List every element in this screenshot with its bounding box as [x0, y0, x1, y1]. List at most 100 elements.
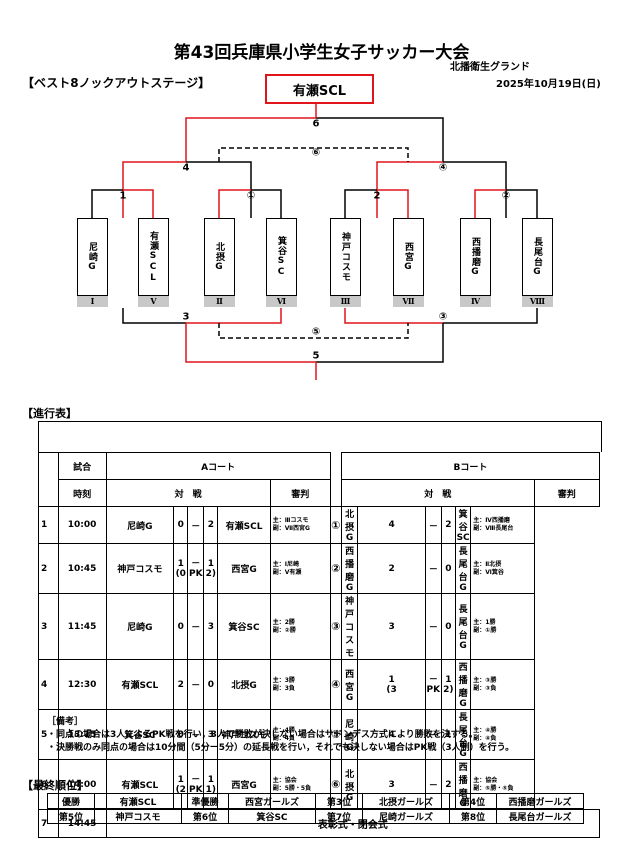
game-no: 1 — [38, 506, 59, 544]
seed-label: Ⅱ — [204, 296, 235, 307]
line-b-fifth-left — [185, 323, 316, 363]
score-dash: － — [187, 593, 205, 660]
score-dash: －PK — [424, 659, 442, 710]
rank-team: 北摂ガールズ — [362, 793, 450, 809]
match-label-4b: ④ — [438, 162, 448, 174]
line-r1-e — [344, 189, 377, 218]
score-left: 0 — [173, 593, 189, 660]
score-right: 0 — [203, 659, 219, 710]
line-r1-b — [123, 189, 154, 218]
header-match-a: 対 戦 — [105, 479, 271, 507]
rank-team: 箕谷SC — [228, 808, 316, 824]
rank-team: 西播磨ガールズ — [496, 793, 584, 809]
score-dash: － — [424, 593, 442, 660]
rank-key: 第8位 — [449, 808, 497, 824]
game-no-b: ③ — [329, 593, 342, 660]
game-no: 3 — [38, 593, 59, 660]
seed-label: Ⅳ — [460, 296, 491, 307]
match-label-2: 2 — [373, 190, 381, 202]
game-no: 4 — [38, 659, 59, 710]
line-r1-d — [251, 189, 282, 218]
team-b2: 箕谷SC — [454, 506, 472, 544]
rank-key: 準優勝 — [181, 793, 229, 809]
match-label-6b: ⑥ — [311, 147, 321, 159]
line-b-m3-right — [186, 308, 282, 324]
team-a1: 有瀬SCL — [105, 659, 175, 710]
referee-a: 主：Ⅰ尼崎副：Ⅴ有瀬 — [269, 543, 331, 594]
match-label-2b: ② — [501, 190, 511, 202]
line-r1-h — [506, 189, 538, 218]
rank-team: 西宮ガールズ — [228, 793, 316, 809]
score-left: 1(3 — [357, 659, 426, 710]
score-left: 2 — [173, 659, 189, 710]
team-box: 北摂G — [204, 218, 235, 296]
team-box: 尼崎G — [77, 218, 108, 296]
score-right: 3 — [203, 709, 219, 760]
team-b2: 長尾台G — [454, 593, 472, 660]
score-dash: －PK — [187, 543, 205, 594]
seed-label: Ⅲ — [330, 296, 361, 307]
game-time: 13:15 — [57, 709, 107, 760]
match-label-3b: ③ — [438, 311, 448, 323]
score-dash: － — [187, 659, 205, 710]
team-box: 西播磨G — [460, 218, 491, 296]
referee-a: 主：3勝副：3負 — [269, 659, 331, 710]
rank-team: 尼崎ガールズ — [362, 808, 450, 824]
champion-box: 有瀬SCL — [265, 74, 374, 104]
line-r1-c — [218, 189, 251, 218]
schedule-title: 【進行表】 — [22, 407, 77, 420]
line-b-m3-left — [122, 308, 186, 324]
page-title: 第43回兵庫県小学生女子サッカー大会 — [173, 43, 470, 63]
game-no-b: ⑤ — [329, 709, 342, 760]
score-left: 0 — [173, 506, 189, 544]
score-dash: － — [424, 506, 442, 544]
line-r1-a — [91, 189, 123, 218]
header-referee-b: 審判 — [533, 479, 600, 507]
line-m5-right — [443, 161, 507, 218]
team-a2: 神戸コスモ — [217, 709, 271, 760]
rank-key: 第3位 — [315, 793, 363, 809]
line-b-m3c-left — [344, 308, 443, 324]
team-box: 有瀬SCL — [138, 218, 169, 296]
line-final-left — [185, 117, 316, 162]
notes-title: ［備考］ — [47, 717, 84, 727]
team-box: 長尾台G — [522, 218, 553, 296]
team-box: 神戸コスモ — [330, 218, 361, 296]
referee-b: 主：④勝副：④負 — [470, 709, 535, 760]
score-dash: － — [187, 506, 205, 544]
score-left: 4 — [357, 506, 426, 544]
date: 2025年10月19日(日) — [496, 79, 601, 90]
team-a2: 箕谷SC — [217, 593, 271, 660]
line-r1-g — [474, 189, 506, 218]
rank-team: 神戸コスモ — [94, 808, 182, 824]
line-b-m3c-right — [443, 308, 538, 324]
line-m4-left — [122, 161, 186, 218]
team-box: 箕谷SC — [266, 218, 297, 296]
referee-b: 主：③勝副：③負 — [470, 659, 535, 710]
line-seventh-place — [218, 323, 409, 339]
team-b1: 西播磨G — [340, 543, 359, 594]
bracket-lines — [91, 100, 538, 380]
team-a1: 尼崎G — [105, 593, 175, 660]
schedule-frame — [38, 421, 602, 452]
seed-label: Ⅴ — [138, 296, 169, 307]
game-time: 11:45 — [57, 593, 107, 660]
header-court-b: Bコート — [340, 452, 601, 480]
seed-label: Ⅵ — [266, 296, 297, 307]
game-no: 2 — [38, 543, 59, 594]
line-m4-right — [186, 161, 252, 218]
score-right: 0 — [440, 543, 456, 594]
ranking-table: 優勝 有瀬SCL 準優勝 西宮ガールズ 第3位 北摂ガールズ 第4位 西播磨ガー… — [47, 793, 584, 824]
team-b1: 西宮G — [340, 659, 359, 710]
match-label-3: 3 — [182, 311, 190, 323]
referee-b: 主：Ⅱ北摂副：Ⅵ箕谷 — [470, 543, 535, 594]
note-line: ・同点の場合は3人によるPK戦を行い，3人で勝敗が決しない場合はサドンデス方式に… — [47, 730, 478, 740]
game-time: 10:00 — [57, 506, 107, 544]
score-right: 0 — [440, 593, 456, 660]
score-left: 3 — [357, 593, 426, 660]
